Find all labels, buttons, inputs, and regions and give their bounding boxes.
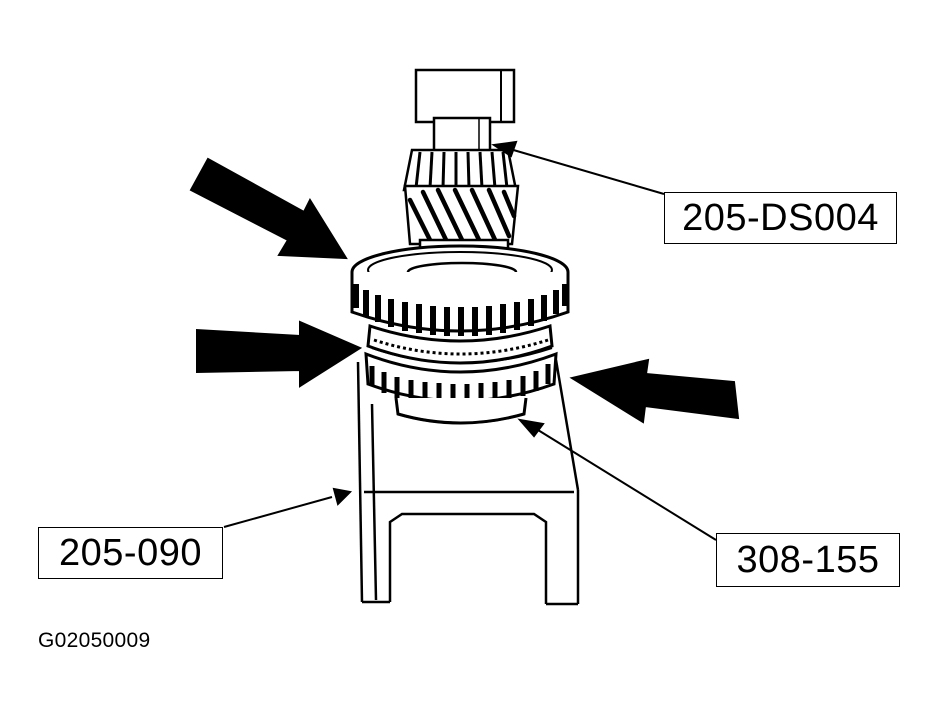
callout-205-ds004: 205-DS004	[664, 192, 897, 244]
tapered-bearing	[402, 148, 518, 192]
synchronizer-ring	[366, 323, 554, 365]
callout-205-090: 205-090	[38, 527, 223, 579]
force-arrow-upper-left	[189, 157, 348, 260]
leader-arrowhead-090	[332, 487, 353, 506]
callout-308-155: 308-155	[716, 533, 900, 587]
force-arrow-left	[196, 320, 363, 388]
force-arrows	[189, 157, 740, 424]
leader-arrowhead-ds004	[491, 140, 518, 158]
leader-lines	[223, 140, 717, 541]
force-arrow-right	[569, 358, 740, 424]
support-fixture	[356, 359, 580, 606]
leader-arrowhead-155	[517, 418, 545, 438]
figure-id: G02050009	[38, 629, 151, 652]
helical-gear	[403, 184, 520, 246]
large-spur-gear	[350, 244, 570, 336]
collar-308-155	[394, 397, 528, 425]
